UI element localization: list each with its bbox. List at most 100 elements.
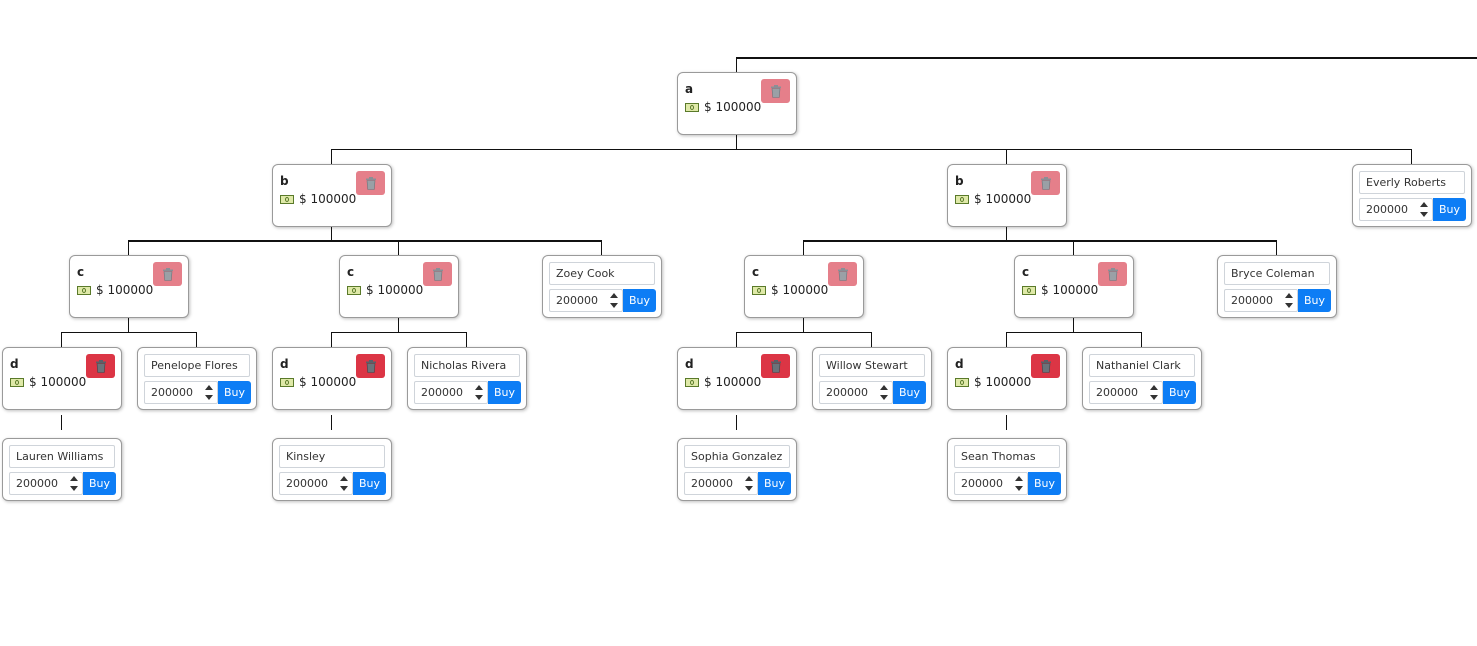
node-price: $ 100000 bbox=[77, 283, 153, 297]
delete-button[interactable] bbox=[1031, 354, 1060, 378]
amount-stepper[interactable]: 200000 bbox=[9, 472, 83, 495]
delete-button[interactable] bbox=[423, 262, 452, 286]
buyer-name-field[interactable]: Sophia Gonzalez bbox=[684, 445, 790, 468]
amount-stepper[interactable]: 200000 bbox=[1089, 381, 1163, 404]
amount-stepper[interactable]: 200000 bbox=[819, 381, 893, 404]
spinner-arrows-icon[interactable] bbox=[205, 385, 214, 400]
node-price: $ 100000 bbox=[955, 375, 1031, 389]
buyer-name-field[interactable]: Everly Roberts bbox=[1359, 171, 1465, 194]
spinner-arrows-icon[interactable] bbox=[1150, 385, 1159, 400]
delete-button[interactable] bbox=[1098, 262, 1127, 286]
cash-icon bbox=[280, 194, 294, 204]
node-card-b: b $ 100000 bbox=[272, 164, 392, 227]
buy-button[interactable]: Buy bbox=[488, 381, 521, 404]
trash-icon bbox=[162, 267, 173, 281]
node-name: c bbox=[752, 265, 760, 279]
buy-button[interactable]: Buy bbox=[1298, 289, 1331, 312]
node-price: $ 100000 bbox=[685, 100, 761, 114]
node-price: $ 100000 bbox=[10, 375, 86, 389]
spinner-arrows-icon[interactable] bbox=[880, 385, 889, 400]
delete-button[interactable] bbox=[828, 262, 857, 286]
node-name: c bbox=[1022, 265, 1030, 279]
buy-button[interactable]: Buy bbox=[758, 472, 791, 495]
buyer-name-field[interactable]: Bryce Coleman bbox=[1224, 262, 1330, 285]
delete-button[interactable] bbox=[761, 79, 790, 103]
amount-stepper[interactable]: 200000 bbox=[414, 381, 488, 404]
node-price: $ 100000 bbox=[280, 375, 356, 389]
node-name: d bbox=[280, 357, 289, 371]
node-card-d: d $ 100000 bbox=[272, 347, 392, 410]
buyer-name-field[interactable]: Penelope Flores bbox=[144, 354, 250, 377]
node-card-c: c $ 100000 bbox=[1014, 255, 1134, 318]
node-name: b bbox=[280, 174, 289, 188]
offer-card: Lauren Williams 200000 Buy bbox=[2, 438, 122, 501]
spinner-arrows-icon[interactable] bbox=[340, 476, 349, 491]
trash-icon bbox=[432, 267, 443, 281]
node-price: $ 100000 bbox=[752, 283, 828, 297]
node-price: $ 100000 bbox=[685, 375, 761, 389]
offer-card: Everly Roberts 200000 Buy bbox=[1352, 164, 1472, 227]
buyer-name-field[interactable]: Willow Stewart bbox=[819, 354, 925, 377]
spinner-arrows-icon[interactable] bbox=[1420, 202, 1429, 217]
amount-stepper[interactable]: 200000 bbox=[684, 472, 758, 495]
node-name: c bbox=[347, 265, 355, 279]
buy-button[interactable]: Buy bbox=[218, 381, 251, 404]
offer-card: Nicholas Rivera 200000 Buy bbox=[407, 347, 527, 410]
trash-icon bbox=[770, 359, 781, 373]
amount-stepper[interactable]: 200000 bbox=[144, 381, 218, 404]
buy-button[interactable]: Buy bbox=[1163, 381, 1196, 404]
delete-button[interactable] bbox=[356, 354, 385, 378]
spinner-arrows-icon[interactable] bbox=[745, 476, 754, 491]
offer-card: Sean Thomas 200000 Buy bbox=[947, 438, 1067, 501]
cash-icon bbox=[955, 377, 969, 387]
offer-card: Sophia Gonzalez 200000 Buy bbox=[677, 438, 797, 501]
trash-icon bbox=[1107, 267, 1118, 281]
amount-stepper[interactable]: 200000 bbox=[549, 289, 623, 312]
buyer-name-field[interactable]: Nicholas Rivera bbox=[414, 354, 520, 377]
delete-button[interactable] bbox=[356, 171, 385, 195]
node-card-b: b $ 100000 bbox=[947, 164, 1067, 227]
offer-card: Nathaniel Clark 200000 Buy bbox=[1082, 347, 1202, 410]
buyer-name-field[interactable]: Lauren Williams bbox=[9, 445, 115, 468]
trash-icon bbox=[1040, 176, 1051, 190]
buy-button[interactable]: Buy bbox=[623, 289, 656, 312]
delete-button[interactable] bbox=[153, 262, 182, 286]
delete-button[interactable] bbox=[1031, 171, 1060, 195]
node-price: $ 100000 bbox=[280, 192, 356, 206]
buy-button[interactable]: Buy bbox=[83, 472, 116, 495]
trash-icon bbox=[1040, 359, 1051, 373]
amount-stepper[interactable]: 200000 bbox=[1359, 198, 1433, 221]
node-name: d bbox=[10, 357, 19, 371]
node-name: b bbox=[955, 174, 964, 188]
amount-stepper[interactable]: 200000 bbox=[279, 472, 353, 495]
delete-button[interactable] bbox=[761, 354, 790, 378]
buyer-name-field[interactable]: Sean Thomas bbox=[954, 445, 1060, 468]
amount-stepper[interactable]: 200000 bbox=[1224, 289, 1298, 312]
buyer-name-field[interactable]: Zoey Cook bbox=[549, 262, 655, 285]
node-name: a bbox=[685, 82, 694, 96]
offer-card: Bryce Coleman 200000 Buy bbox=[1217, 255, 1337, 318]
node-card-c: c $ 100000 bbox=[339, 255, 459, 318]
node-price: $ 100000 bbox=[955, 192, 1031, 206]
amount-stepper[interactable]: 200000 bbox=[954, 472, 1028, 495]
buy-button[interactable]: Buy bbox=[893, 381, 926, 404]
delete-button[interactable] bbox=[86, 354, 115, 378]
spinner-arrows-icon[interactable] bbox=[1015, 476, 1024, 491]
node-name: d bbox=[955, 357, 964, 371]
buy-button[interactable]: Buy bbox=[353, 472, 386, 495]
node-name: c bbox=[77, 265, 85, 279]
offer-card: Zoey Cook 200000 Buy bbox=[542, 255, 662, 318]
spinner-arrows-icon[interactable] bbox=[475, 385, 484, 400]
cash-icon bbox=[1022, 285, 1036, 295]
buy-button[interactable]: Buy bbox=[1433, 198, 1466, 221]
trash-icon bbox=[770, 84, 781, 98]
spinner-arrows-icon[interactable] bbox=[1285, 293, 1294, 308]
trash-icon bbox=[837, 267, 848, 281]
offer-card: Penelope Flores 200000 Buy bbox=[137, 347, 257, 410]
spinner-arrows-icon[interactable] bbox=[610, 293, 619, 308]
buy-button[interactable]: Buy bbox=[1028, 472, 1061, 495]
buyer-name-field[interactable]: Nathaniel Clark bbox=[1089, 354, 1195, 377]
node-price: $ 100000 bbox=[1022, 283, 1098, 297]
buyer-name-field[interactable]: Kinsley Gonzales bbox=[279, 445, 385, 484]
spinner-arrows-icon[interactable] bbox=[70, 476, 79, 491]
